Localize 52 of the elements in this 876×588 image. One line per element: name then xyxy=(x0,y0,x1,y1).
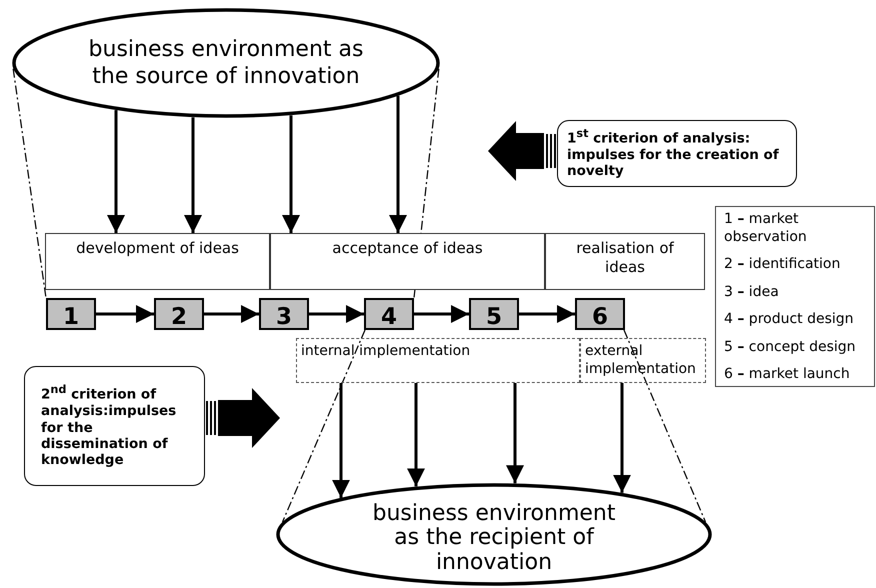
block-arrow xyxy=(206,388,280,448)
arrow xyxy=(282,115,300,233)
step-number: 6 xyxy=(592,306,608,329)
arrow xyxy=(332,383,350,498)
arrow xyxy=(506,383,524,484)
arrow xyxy=(96,305,154,323)
step-box xyxy=(46,298,96,330)
ellipse xyxy=(276,483,712,586)
node-text: realisation of ideas xyxy=(575,239,675,278)
key-entry: 3 – idea xyxy=(724,284,780,302)
step-number: 3 xyxy=(276,306,292,329)
phase-box xyxy=(270,233,545,290)
node-text: business environment as the recipient of innovation xyxy=(372,502,616,575)
arrow xyxy=(184,117,202,233)
phase-box xyxy=(545,233,705,290)
step-box xyxy=(154,298,204,330)
implementation-box xyxy=(580,338,706,383)
key-box xyxy=(715,206,875,387)
node-text: internal implementation xyxy=(301,343,472,360)
node-text: development of ideas xyxy=(76,239,239,259)
arrow xyxy=(519,305,575,323)
step-number: 5 xyxy=(486,306,502,329)
node-text: 1$^{st}$ criterion of analysis: impulses for the creation of novelty xyxy=(567,127,780,180)
criterion-box xyxy=(557,120,797,187)
arrow xyxy=(107,110,125,233)
arrow xyxy=(389,96,407,233)
block-arrow xyxy=(488,121,556,181)
node-text: 2$^{nd}$ criterion of analysis:impulses for the dissemination of knowledge xyxy=(41,383,178,469)
arrow xyxy=(407,383,425,486)
key-entry: 6 – market launch xyxy=(724,366,851,384)
node-text: external implementation xyxy=(585,343,697,378)
node-text: business environment as the source of innovation xyxy=(88,36,364,90)
step-number: 4 xyxy=(380,306,397,329)
step-box xyxy=(575,298,625,330)
implementation-box xyxy=(296,338,580,383)
step-number: 2 xyxy=(170,306,187,329)
key-entry: 5 – concept design xyxy=(724,338,857,356)
step-box xyxy=(364,298,414,330)
step-box xyxy=(469,298,519,330)
step-box xyxy=(259,298,309,330)
key-entry: 2 – identification xyxy=(724,256,842,274)
key-entry: 4 – product design xyxy=(724,311,855,329)
arrow xyxy=(204,305,259,323)
step-number: 1 xyxy=(62,306,79,329)
ellipse xyxy=(12,8,440,118)
phase-box xyxy=(45,233,270,290)
arrow xyxy=(309,305,364,323)
node-text: acceptance of ideas xyxy=(332,239,483,259)
arrow xyxy=(613,383,631,493)
key-entry: 1 – market observation xyxy=(724,211,808,246)
arrow xyxy=(414,305,469,323)
criterion-box xyxy=(24,366,205,486)
